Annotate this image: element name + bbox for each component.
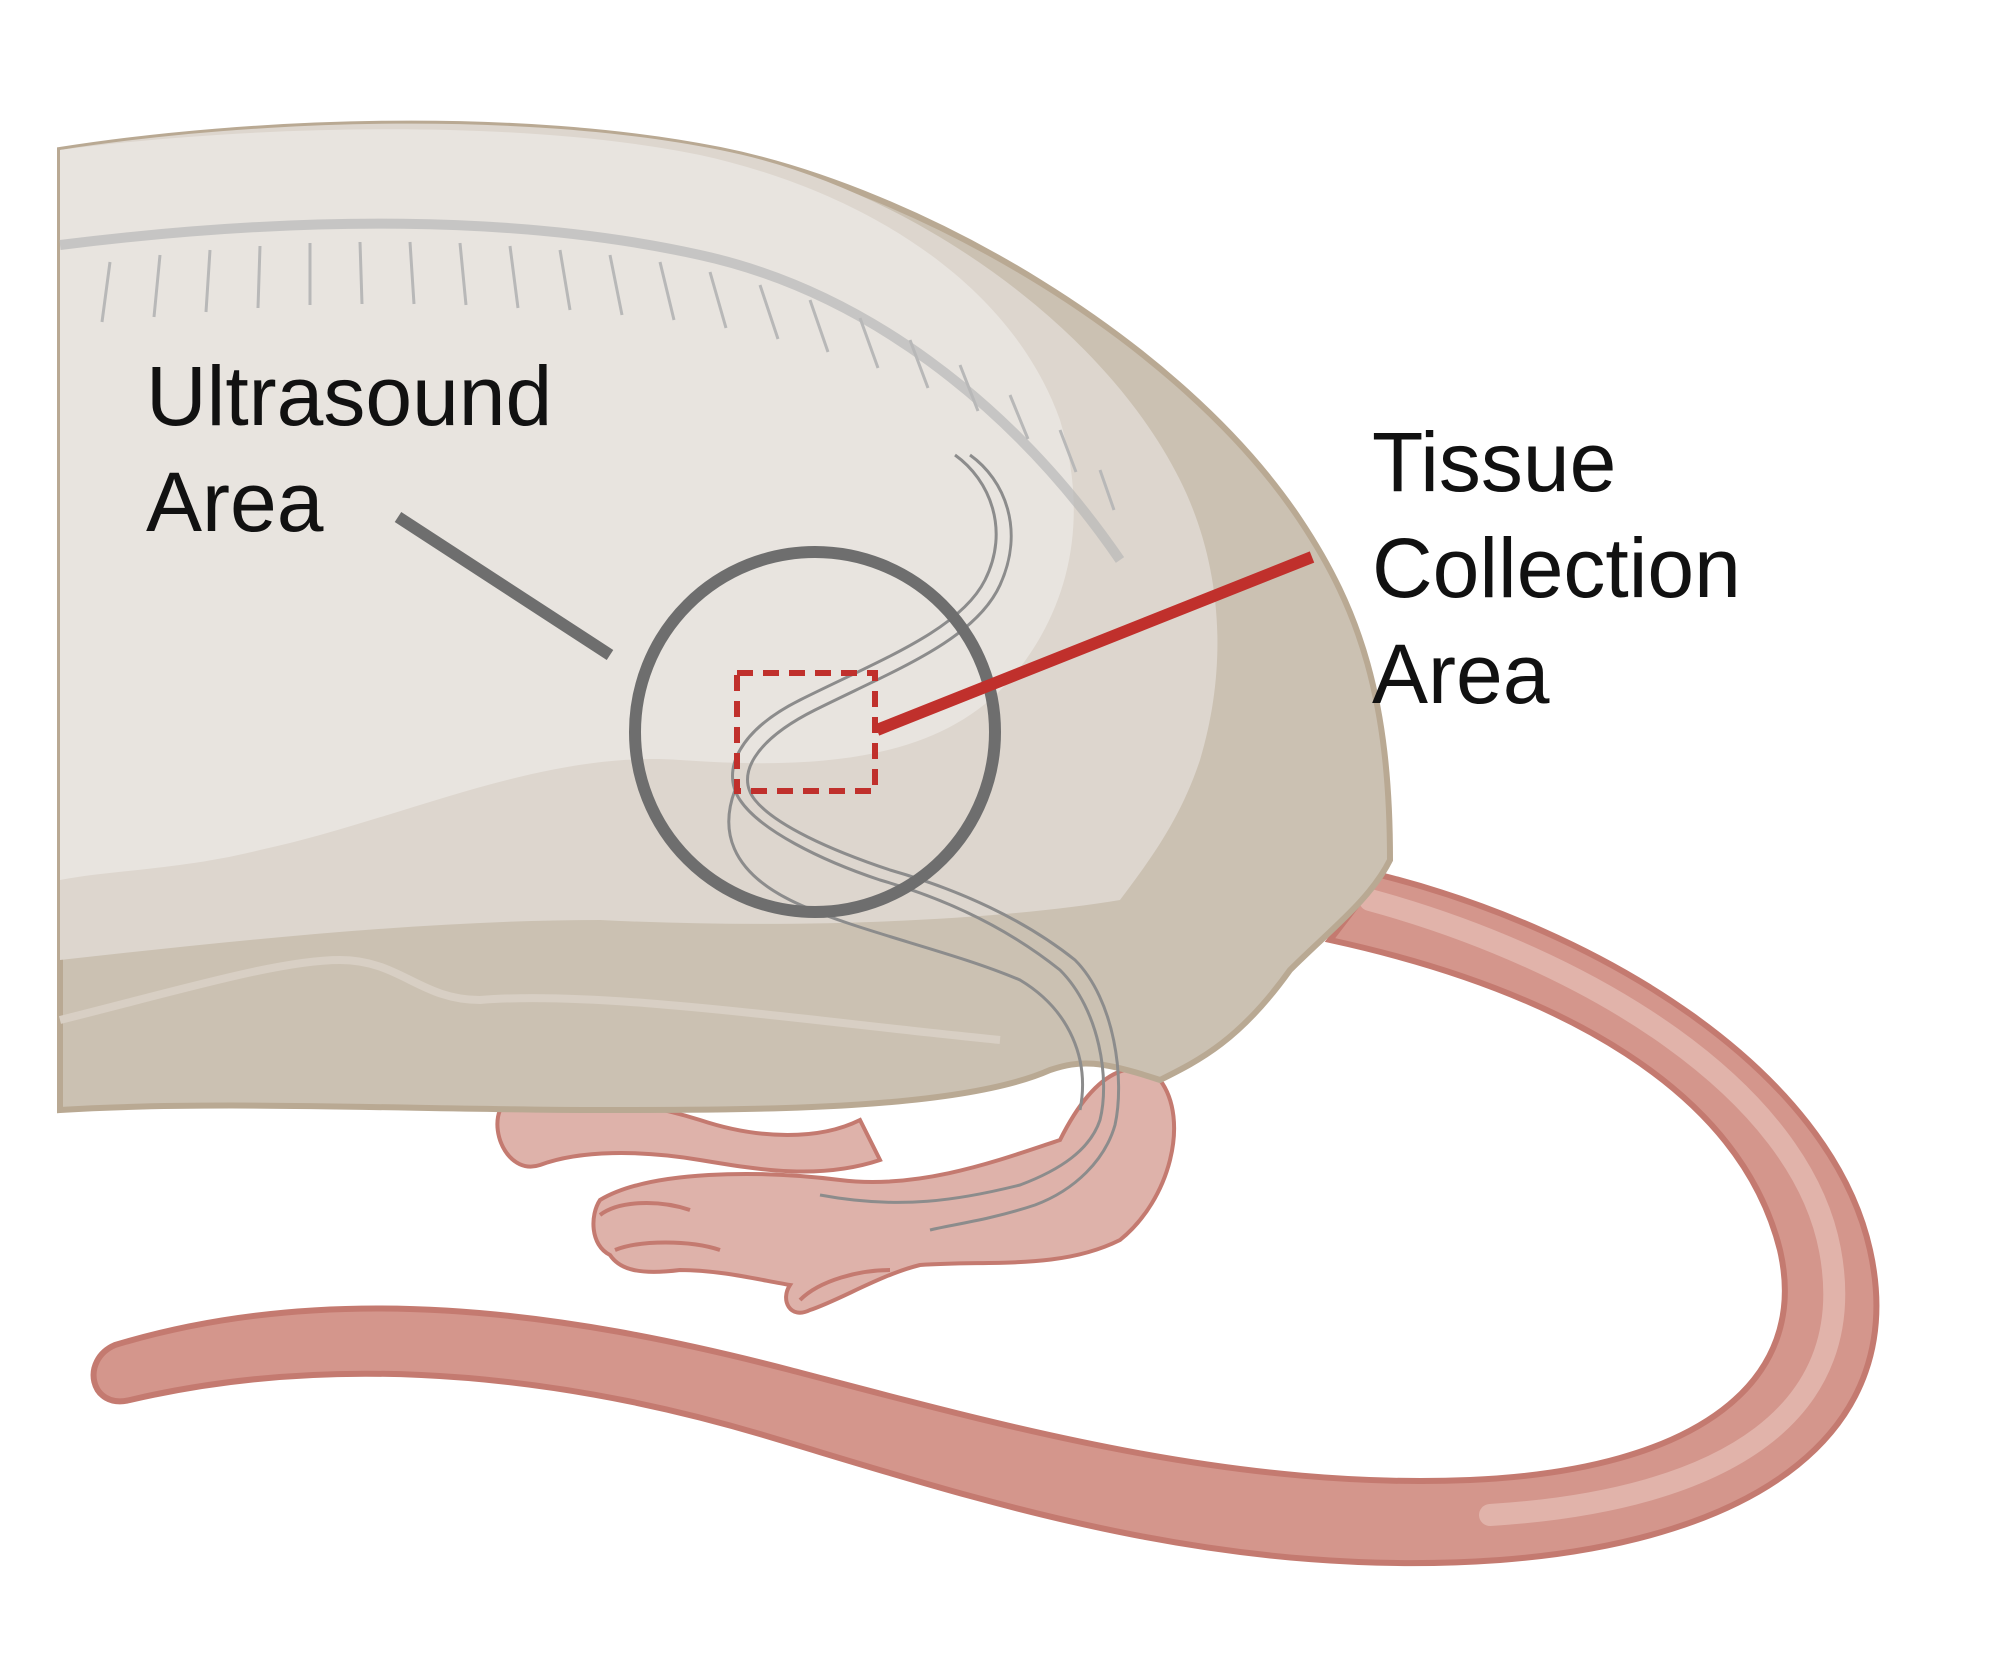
hind-feet (495, 1066, 1177, 1315)
ultrasound-leader-line (394, 511, 614, 661)
toe-1 (598, 1201, 691, 1217)
toe-2 (614, 1240, 721, 1252)
tissue-collection-area-label: Tissue Collection Area (1372, 409, 1741, 727)
nerve-path-2 (746, 453, 1121, 1232)
ultrasound-circle-icon (629, 546, 1001, 918)
spine-ribs (100, 241, 1116, 511)
foot-front (591, 1066, 1177, 1315)
body (57, 120, 1394, 1114)
ultrasound-area-label: Ultrasound Area (146, 343, 552, 555)
tissue-leader-line (874, 551, 1315, 736)
tissue-collection-area (734, 551, 1315, 794)
ultrasound-label-line-1: Ultrasound (146, 349, 553, 443)
nerve-path-3 (727, 789, 1084, 1111)
tissue-label-line-1: Tissue (1372, 415, 1617, 509)
ultrasound-label-line-2: Area (146, 455, 324, 549)
tail-highlight (1359, 889, 1846, 1526)
ultrasound-area (394, 511, 1001, 918)
tail-shape (90, 871, 1880, 1567)
spine-line (59, 218, 1125, 563)
tissue-dashed-square-icon (734, 670, 878, 794)
spine (59, 218, 1125, 563)
belly-fold (59, 955, 1001, 1044)
tissue-label-line-2: Collection (1372, 521, 1741, 615)
tissue-label-line-3: Area (1372, 627, 1550, 721)
toe-3 (798, 1268, 891, 1302)
body-upper (60, 129, 1074, 880)
tail (90, 871, 1880, 1567)
